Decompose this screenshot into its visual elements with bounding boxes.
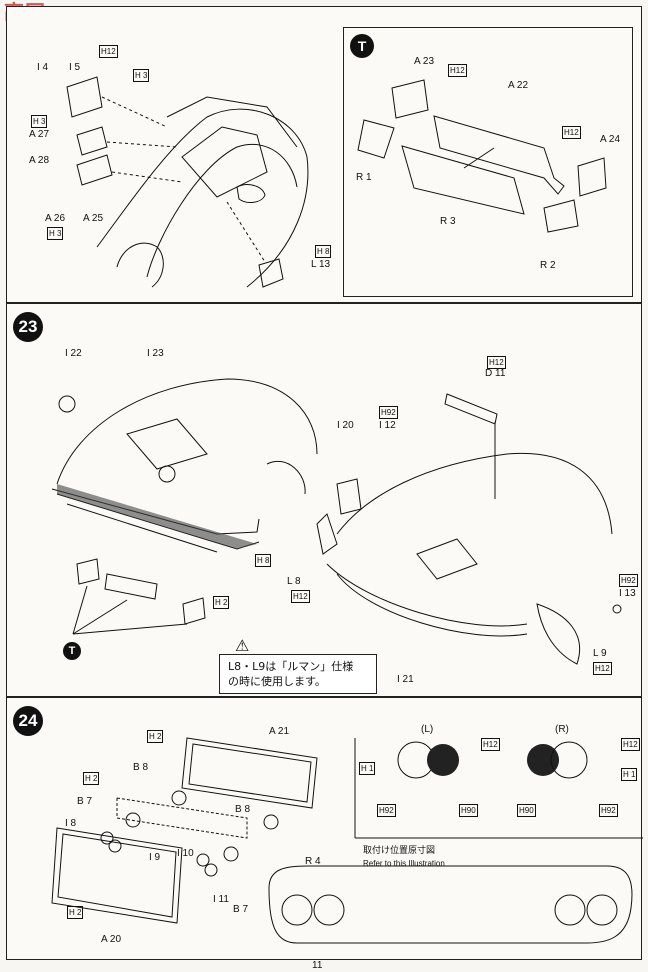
lemans-note: L8・L9は「ルマン」仕様 の時に使用します。 [219,654,377,694]
part-label: I 21 [397,674,414,685]
warning-icon: ⚠ [235,638,250,655]
part-label: H 2 [213,596,230,609]
part-label: I 23 [147,348,164,359]
part-label: A 28 [29,155,50,166]
note-line-2: の時に使用します。 [228,675,326,688]
part-label: A 21 [269,726,290,737]
step-t-ref-badge: T [63,642,81,660]
part-label: A 20 [101,934,122,945]
part-label: R 2 [540,260,556,271]
part-label: H12 [621,738,640,751]
part-label: H12 [481,738,500,751]
part-label: H12 [99,45,118,58]
part-label: I 8 [65,818,77,829]
part-label: I 11 [213,894,229,905]
part-label: L 8 [287,576,301,587]
part-label: H 2 [83,772,100,785]
part-label: A 22 [508,80,529,91]
part-label: B 7 [233,904,249,915]
part-label: H90 [459,804,478,817]
part-label: L 13 [311,259,331,270]
part-label: B 7 [77,796,93,807]
part-label: H12 [291,590,310,603]
page-number: 11 [312,960,323,971]
step-t-badge: T [350,34,374,58]
right-light-title: (R) [555,724,569,735]
part-label: I 13 [619,588,636,599]
part-label: H92 [379,406,398,419]
part-label: H12 [593,662,612,675]
part-label: H12 [487,356,506,369]
car-rear-illustration [66,76,309,288]
part-label: H 3 [31,115,48,128]
part-label: I 20 [337,420,354,431]
part-label: I 10 [177,848,194,859]
front-hood-illustration [51,378,622,665]
part-label: B 8 [235,804,251,815]
step-24-badge: 24 [13,706,43,736]
note-line-1: L8・L9は「ルマン」仕様 [228,660,354,673]
part-label: I 12 [379,420,396,431]
part-label: R 1 [356,172,372,183]
part-label: D 11 [485,368,506,379]
rear-light-illustration [51,737,643,944]
part-label: H12 [448,64,467,77]
part-label: R 4 [305,856,321,867]
part-label: H 1 [621,768,638,781]
step-22-panel: H12 I 4 I 5 H 3 H 3 A 27 A 28 A 26 A 25 … [6,6,642,303]
part-label: A 26 [45,213,66,224]
step-23-badge: 23 [13,312,43,342]
part-label: I 4 [37,62,49,73]
step-24-panel: 24 H 2 A 21 B 8 H 2 B 7 I 8 I 9 B 8 R 4 … [6,697,643,960]
reference-title-jp: 取付け位置原寸図 [363,846,436,856]
part-label: H92 [377,804,396,817]
part-label: A 25 [83,213,104,224]
part-label: I 9 [149,852,161,863]
part-label: R 3 [440,216,456,227]
part-label: L 9 [593,648,607,659]
part-label: H90 [517,804,536,817]
part-label: H 1 [359,762,376,775]
part-label: H92 [599,804,618,817]
part-label: H 3 [47,227,64,240]
part-label: H92 [619,574,638,587]
grille-parts-illustration [357,79,607,233]
part-label: H 2 [67,906,84,919]
part-label: H 3 [133,69,150,82]
part-label: A 27 [29,129,50,140]
left-light-title: (L) [421,724,434,735]
part-label: B 8 [133,762,149,773]
part-label: I 5 [69,62,81,73]
step-t-box: T A 23 H12 A 22 H12 A 24 R 1 R 3 R 2 [343,27,633,297]
part-label: I 22 [65,348,82,359]
step-23-panel: 23 I 22 I 23 H 8 H 2 H92 I 12 I 20 H12 D [6,303,642,697]
part-label: H 8 [315,245,332,258]
part-label: H 2 [147,730,164,743]
part-label: A 23 [414,56,435,67]
part-label: H 8 [255,554,272,567]
reference-title-en: Refer to this Illustration [363,859,445,868]
part-label: A 24 [600,134,621,145]
part-label: H12 [562,126,581,139]
